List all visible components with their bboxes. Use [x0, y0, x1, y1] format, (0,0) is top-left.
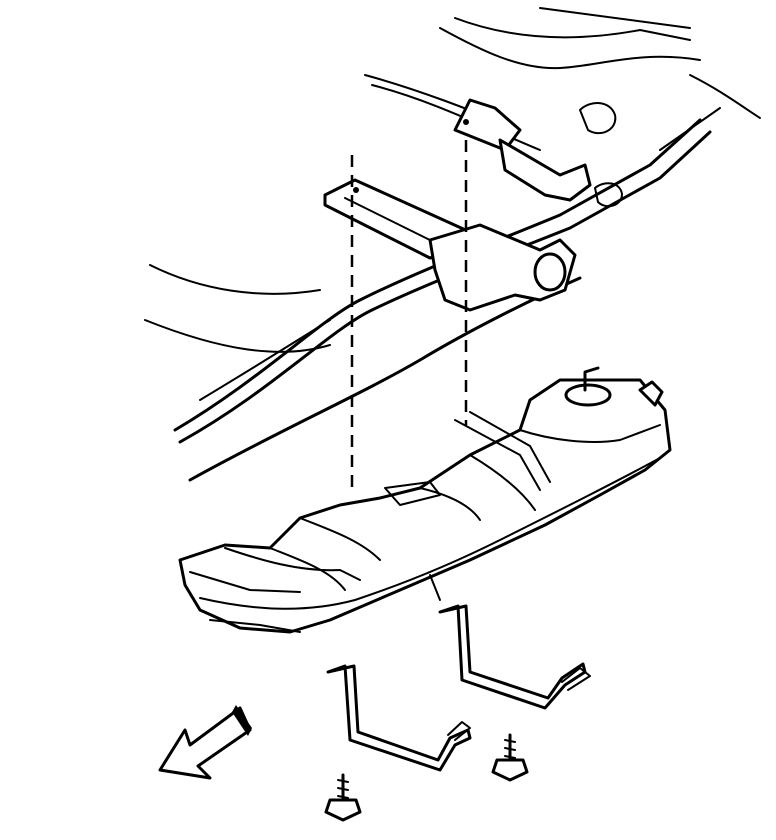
fuel-tank — [178, 378, 672, 634]
rear-fuel-tank-strap — [438, 604, 591, 710]
alignment-lines — [350, 140, 468, 490]
body-floor-panel — [144, 7, 761, 353]
strap-bolt-left — [324, 773, 362, 822]
strap-bolt-right — [491, 733, 529, 782]
vehicle-frame-rail — [173, 107, 721, 482]
front-fuel-tank-strap — [326, 664, 472, 772]
fuel-tank-filler-neck — [564, 366, 664, 407]
front-direction-arrow — [158, 705, 252, 780]
frame-crossmember — [323, 98, 592, 312]
